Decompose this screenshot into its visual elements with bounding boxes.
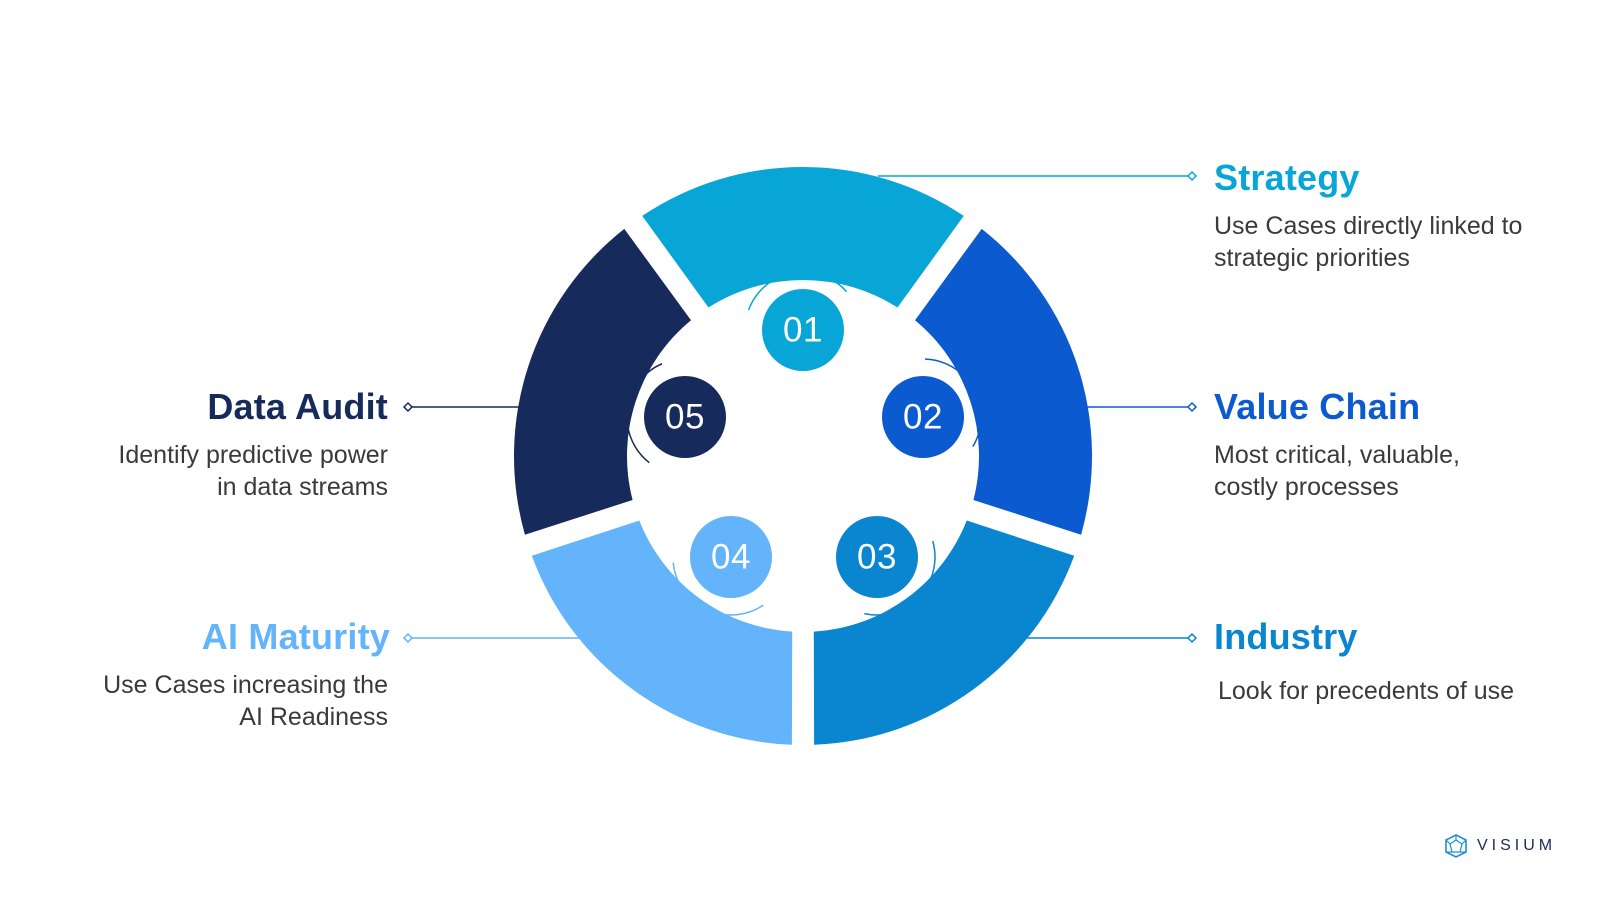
segment-number-strategy: 01 bbox=[783, 311, 823, 350]
ring-segment-data-audit bbox=[514, 228, 692, 535]
segment-label-industry: Industry Look for precedents of use bbox=[1214, 617, 1574, 707]
segment-label-value-chain: Value Chain Most critical, valuable, cos… bbox=[1214, 387, 1574, 503]
segment-description-strategy: Use Cases directly linked to strategic p… bbox=[1214, 210, 1574, 274]
segment-title-value-chain: Value Chain bbox=[1214, 386, 1421, 427]
circle-outline-arc-data-audit bbox=[626, 358, 744, 476]
segment-number-industry: 03 bbox=[857, 538, 897, 577]
circle-outline-arc-ai-maturity bbox=[672, 498, 790, 616]
segment-number-value-chain: 02 bbox=[903, 398, 943, 437]
circle-outline-arc-value-chain bbox=[864, 358, 982, 476]
segment-number-ai-maturity: 04 bbox=[711, 538, 751, 577]
number-circle-data-audit bbox=[644, 376, 726, 458]
ring-segment-industry bbox=[813, 520, 1075, 745]
segment-description-data-audit: Identify predictive power in data stream… bbox=[40, 439, 388, 503]
segment-label-data-audit: Data Audit Identify predictive power in … bbox=[40, 387, 388, 503]
segment-label-ai-maturity: AI Maturity Use Cases increasing the AI … bbox=[40, 617, 390, 733]
ring-segment-strategy bbox=[642, 167, 964, 308]
segment-description-line: strategic priorities bbox=[1214, 244, 1410, 272]
segment-description-line: Most critical, valuable, bbox=[1214, 441, 1460, 469]
segment-label-strategy: Strategy Use Cases directly linked to st… bbox=[1214, 158, 1574, 274]
segment-description-line: AI Readiness bbox=[239, 703, 388, 731]
segment-description-line: Identify predictive power bbox=[118, 441, 388, 469]
number-circle-industry bbox=[836, 516, 918, 598]
segment-description-ai-maturity: Use Cases increasing the AI Readiness bbox=[40, 669, 388, 733]
ring-segment-value-chain bbox=[914, 228, 1092, 535]
segment-description-line: costly processes bbox=[1214, 473, 1399, 501]
segment-title-data-audit: Data Audit bbox=[207, 386, 388, 427]
number-circle-value-chain bbox=[882, 376, 964, 458]
visium-logo: VISIUM bbox=[1443, 833, 1556, 859]
connector-endpoint-value-chain bbox=[1186, 401, 1198, 413]
segment-number-data-audit: 05 bbox=[665, 398, 705, 437]
segment-description-line: Look for precedents of use bbox=[1218, 677, 1515, 705]
circle-outline-arc-industry bbox=[818, 498, 936, 616]
number-circle-strategy bbox=[762, 289, 844, 371]
segment-title-strategy: Strategy bbox=[1214, 157, 1360, 198]
brand-name: VISIUM bbox=[1477, 837, 1557, 854]
ring-segment-ai-maturity bbox=[531, 520, 793, 745]
segment-title-industry: Industry bbox=[1214, 616, 1358, 657]
connector-endpoint-industry bbox=[1186, 632, 1198, 644]
segment-description-line: Use Cases directly linked to bbox=[1214, 212, 1523, 240]
visium-mark-icon bbox=[1445, 834, 1467, 858]
connector-endpoint-data-audit bbox=[402, 401, 414, 413]
segment-description-line: Use Cases increasing the bbox=[103, 671, 388, 699]
segment-title-ai-maturity: AI Maturity bbox=[201, 616, 390, 657]
connector-endpoint-strategy bbox=[1186, 170, 1198, 182]
connector-endpoint-ai-maturity bbox=[402, 632, 414, 644]
segment-description-value-chain: Most critical, valuable, costly processe… bbox=[1214, 439, 1574, 503]
segment-description-industry: Look for precedents of use bbox=[1214, 675, 1574, 707]
segment-description-line: in data streams bbox=[217, 473, 388, 501]
number-circle-ai-maturity bbox=[690, 516, 772, 598]
